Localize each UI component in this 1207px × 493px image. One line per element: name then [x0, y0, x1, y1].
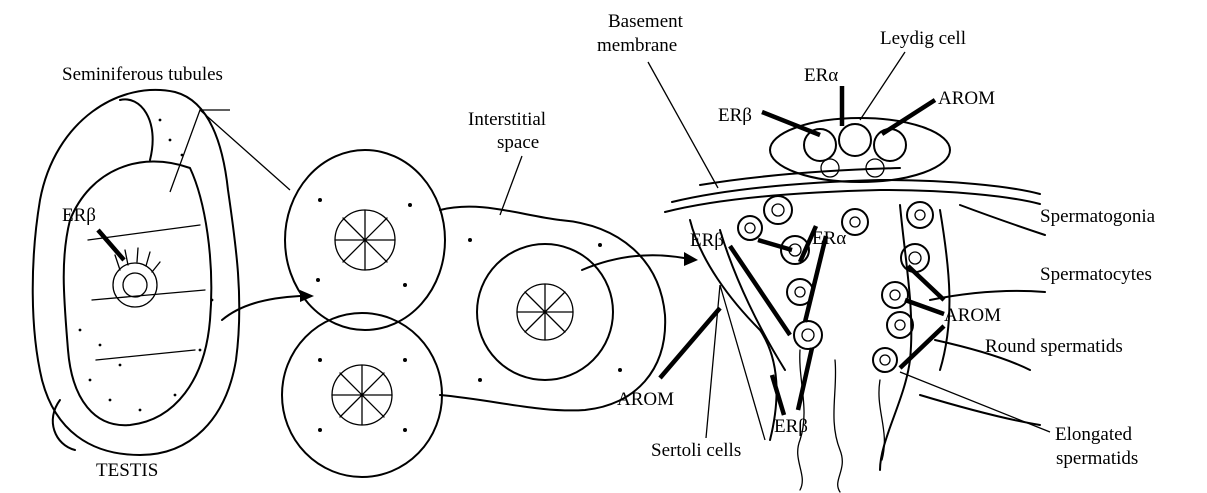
tubule-cross-sections [282, 150, 665, 477]
label-arom-leydig: AROM [938, 88, 995, 109]
leader-seminiferous-tubules [170, 110, 290, 192]
label-er-beta-epithelium: ERβ [690, 230, 724, 251]
pointer-arom-sertoli [660, 308, 720, 378]
leader-elongated-spermatids [900, 372, 1050, 432]
label-er-alpha-leydig: ERα [804, 65, 838, 86]
label-sertoli-cells: Sertoli cells [651, 440, 741, 461]
leader-leydig-cell [860, 52, 905, 120]
label-leydig-cell: Leydig cell [880, 28, 966, 49]
label-spermatocytes: Spermatocytes [1040, 264, 1152, 285]
label-interstitial-space-2: space [497, 132, 539, 153]
label-er-beta-testis: ERβ [62, 205, 96, 226]
label-arom-germ: AROM [944, 305, 1001, 326]
label-seminiferous-tubules: Seminiferous tubules [62, 64, 223, 85]
pointer-arom-germ-3 [900, 326, 944, 368]
pointer-er-beta-epithelium-1 [758, 240, 792, 250]
label-arom-sertoli: AROM [617, 389, 674, 410]
arrowhead-tubule-to-detail [684, 252, 698, 266]
testis-illustration [33, 90, 240, 455]
label-basement-membrane-1: Basement [608, 11, 684, 32]
label-round-spermatids: Round spermatids [985, 336, 1123, 357]
arrow-testis-to-tubules [222, 296, 300, 320]
leader-sertoli-cells [706, 285, 765, 440]
label-er-alpha-epithelium: ERα [812, 228, 846, 249]
label-elongated-spermatids-1: Elongated [1055, 424, 1133, 445]
label-interstitial-space-1: Interstitial [468, 109, 546, 130]
label-testis: TESTIS [96, 460, 158, 481]
label-er-beta-leydig: ERβ [718, 105, 752, 126]
pointer-er-beta-lower-1 [772, 375, 784, 415]
label-spermatogonia: Spermatogonia [1040, 206, 1156, 227]
leader-basement-membrane [648, 62, 718, 188]
leader-interstitial-space [500, 156, 522, 215]
pointer-arom-germ-1 [908, 266, 944, 300]
pointer-er-beta-epithelium-2 [730, 246, 790, 335]
pointer-er-beta-testis [98, 230, 124, 260]
label-er-beta-lower: ERβ [774, 416, 808, 437]
label-basement-membrane-2: membrane [597, 35, 677, 56]
label-elongated-spermatids-2: spermatids [1056, 448, 1138, 469]
